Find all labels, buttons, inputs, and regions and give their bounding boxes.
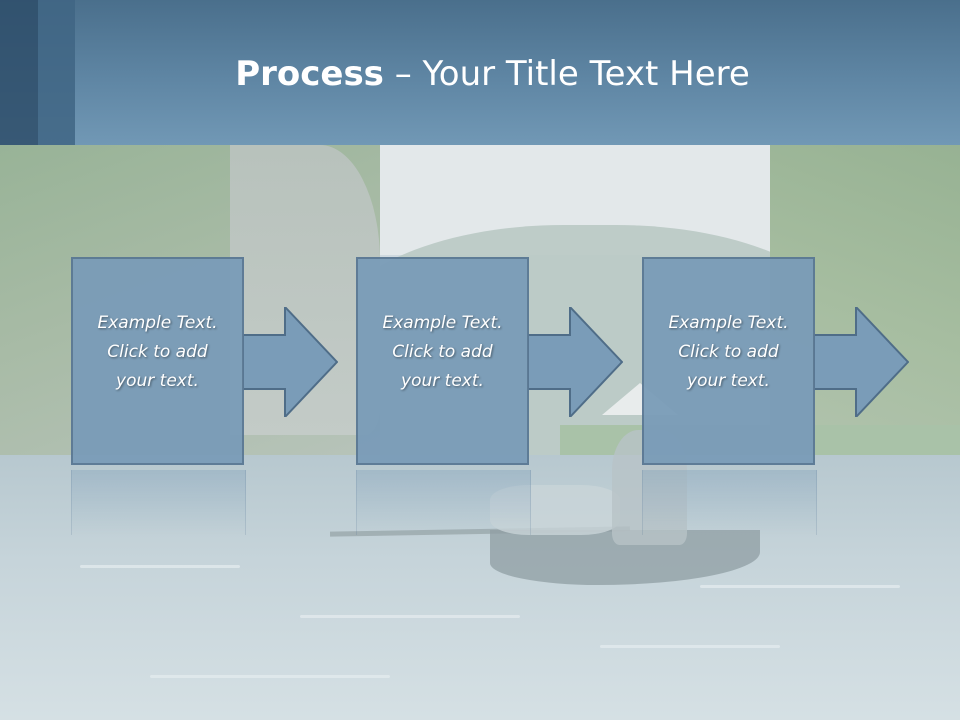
title-bold-text: Process: [235, 54, 384, 94]
process-step-1[interactable]: Example Text. Click to add your text.: [71, 257, 338, 465]
photo-ripple: [700, 585, 900, 588]
step-line-2: Click to add: [678, 342, 779, 362]
header-stripe-dark: [0, 0, 38, 145]
box-reflection: [356, 470, 531, 535]
photo-ripple: [600, 645, 780, 648]
step-line-3: your text.: [116, 371, 199, 391]
step-line-1: Example Text.: [668, 313, 789, 333]
slide-title[interactable]: Process – Your Title Text Here: [0, 52, 960, 96]
process-box: [356, 257, 529, 465]
photo-boat-cargo: [490, 485, 620, 535]
photo-ripple: [300, 615, 520, 618]
right-arrow-icon: [814, 307, 909, 417]
process-step-2[interactable]: Example Text. Click to add your text.: [356, 257, 623, 465]
process-box: [71, 257, 244, 465]
photo-ripple: [150, 675, 390, 678]
process-step-text[interactable]: Example Text. Click to add your text.: [642, 309, 815, 396]
right-arrow-icon: [243, 307, 338, 417]
step-line-3: your text.: [687, 371, 770, 391]
photo-ripple: [80, 565, 240, 568]
box-reflection: [71, 470, 246, 535]
header-stripe-medium: [38, 0, 75, 145]
step-line-2: Click to add: [392, 342, 493, 362]
box-reflection: [642, 470, 817, 535]
step-line-1: Example Text.: [382, 313, 503, 333]
process-box: [642, 257, 815, 465]
process-step-text[interactable]: Example Text. Click to add your text.: [356, 309, 529, 396]
step-line-3: your text.: [401, 371, 484, 391]
step-line-2: Click to add: [107, 342, 208, 362]
step-line-1: Example Text.: [97, 313, 218, 333]
title-rest-text: – Your Title Text Here: [383, 54, 750, 94]
slide-header: Process – Your Title Text Here: [0, 0, 960, 145]
right-arrow-icon: [528, 307, 623, 417]
process-step-3[interactable]: Example Text. Click to add your text.: [642, 257, 909, 465]
process-step-text[interactable]: Example Text. Click to add your text.: [71, 309, 244, 396]
